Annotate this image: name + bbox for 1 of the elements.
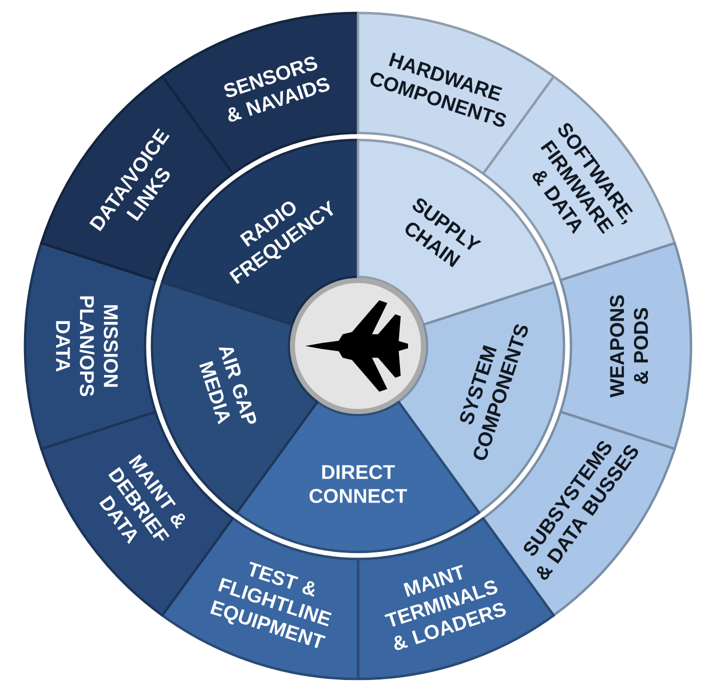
ring-segment: MISSION PLAN/OPS DATA bbox=[24, 242, 157, 450]
